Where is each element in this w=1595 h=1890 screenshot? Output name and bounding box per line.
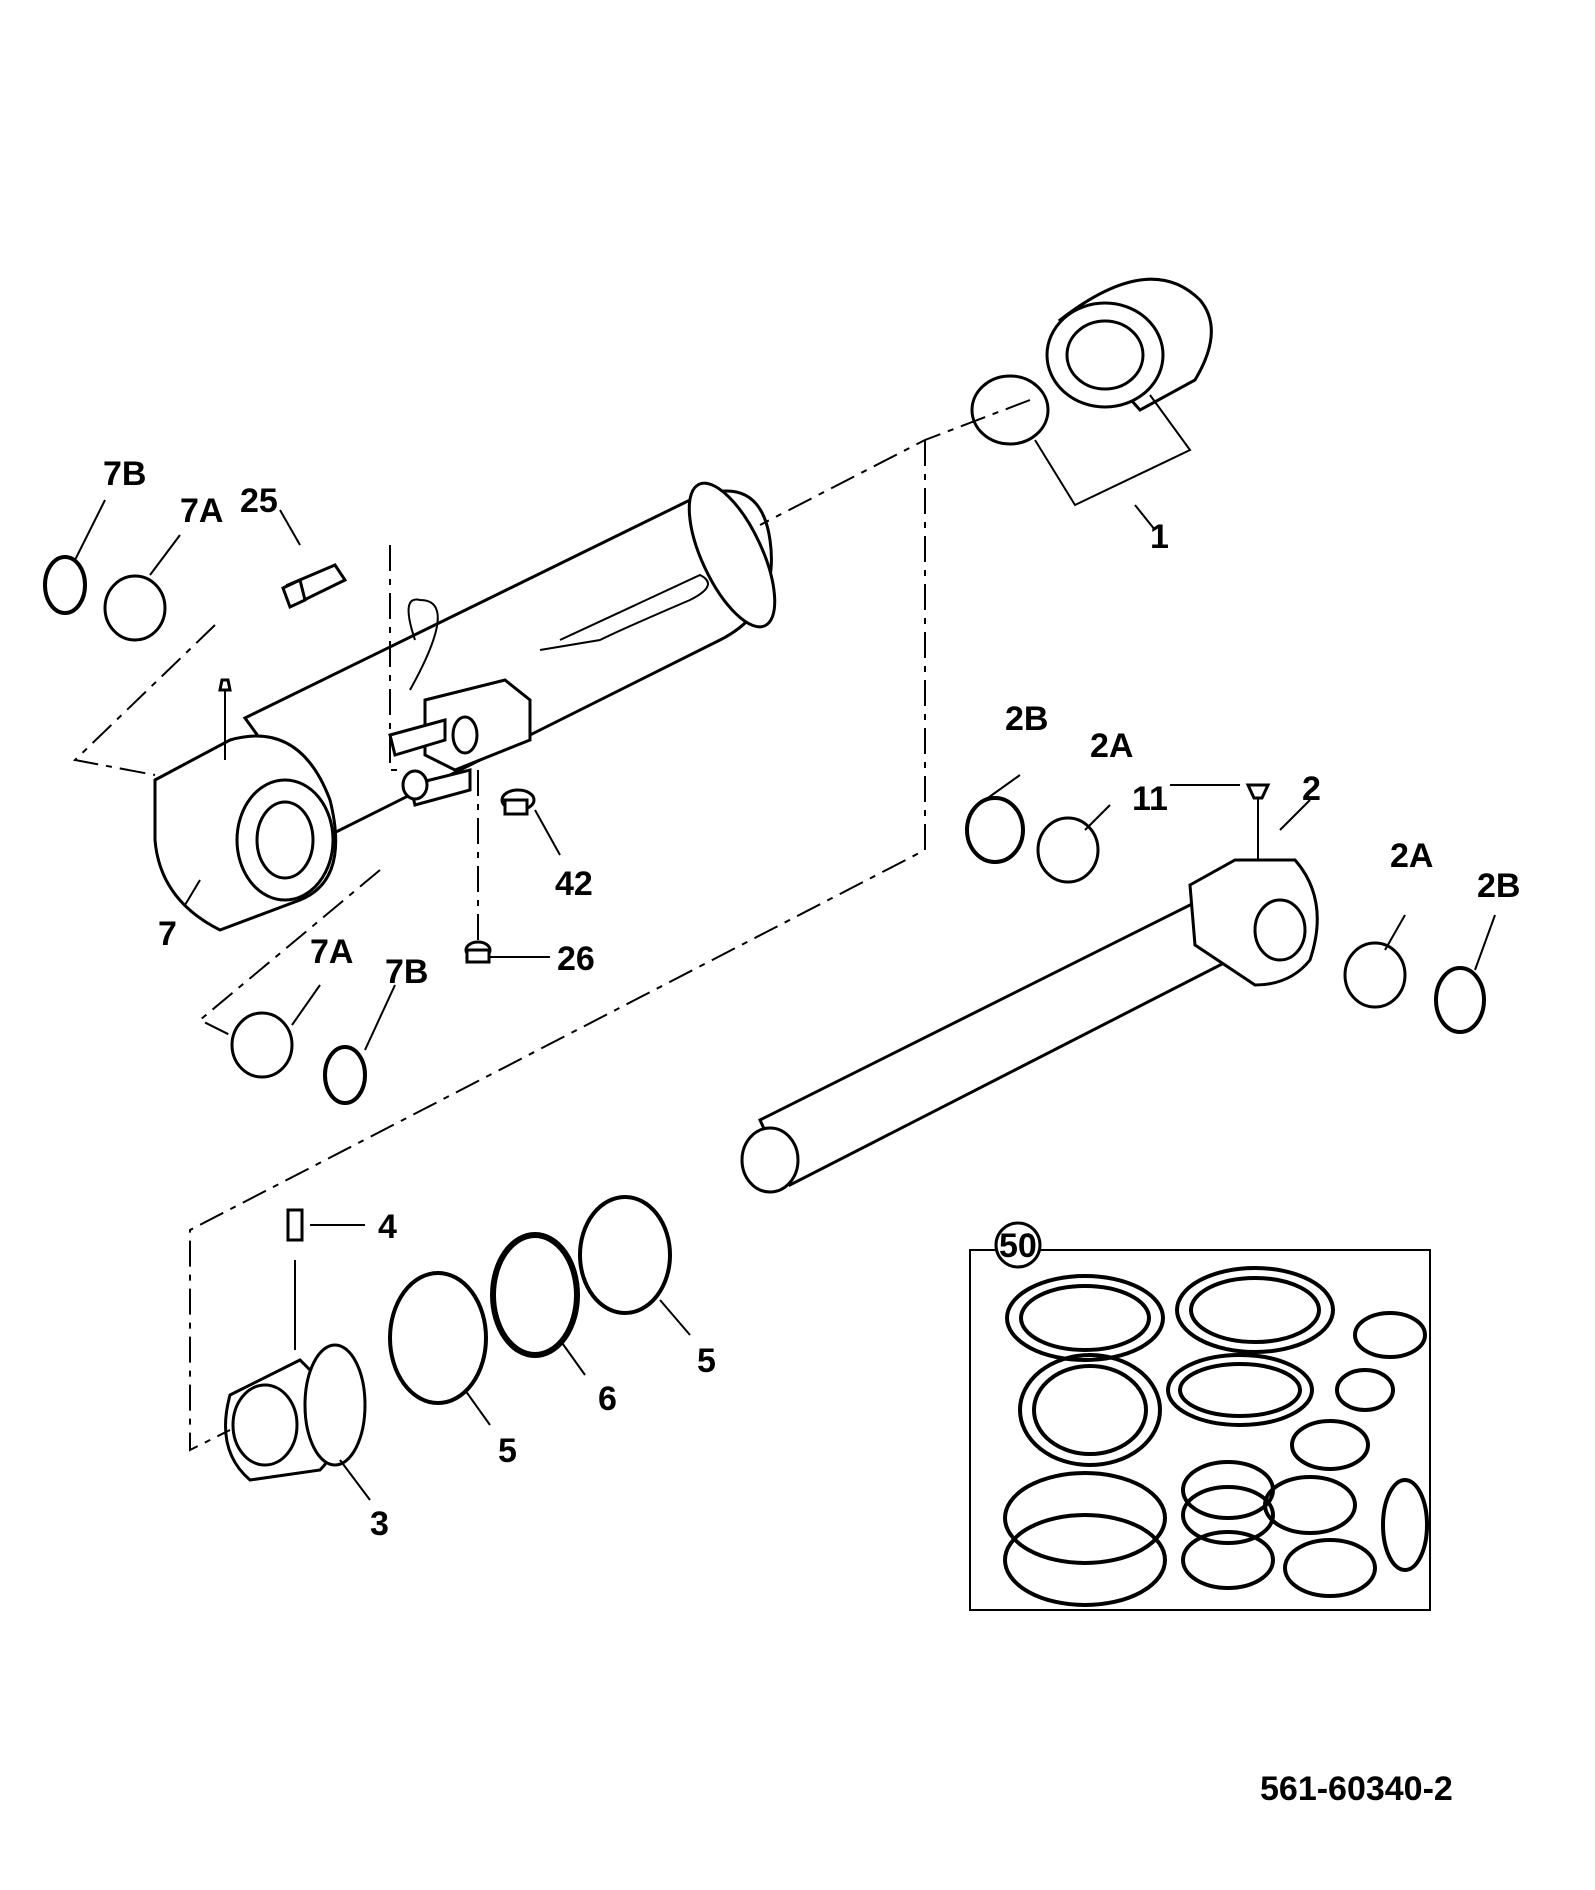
callout-7a-bottom: 7A (310, 933, 353, 971)
callout-5-left: 5 (498, 1432, 517, 1470)
callout-3: 3 (370, 1505, 389, 1543)
rod-eye-2 (1188, 783, 1319, 987)
centre-lines (72, 399, 1031, 1452)
piston-rod (740, 897, 1233, 1194)
gland-nut-1 (970, 277, 1213, 446)
callout-2b-right: 2B (1477, 867, 1520, 905)
callout-1: 1 (1150, 518, 1169, 556)
callout-2a-right: 2A (1390, 837, 1433, 875)
callout-25: 25 (240, 482, 278, 520)
callout-42: 42 (555, 865, 593, 903)
valve-block (388, 678, 532, 807)
piston-3 (224, 1208, 367, 1482)
callout-7a-top: 7A (180, 492, 223, 530)
bushings-2a-2b (965, 796, 1486, 1034)
seal-kit-box-50 (969, 1221, 1431, 1611)
callout-2b-left: 2B (1005, 700, 1048, 738)
drawing-number: 561-60340-2 (1260, 1770, 1453, 1808)
callout-7b-bottom: 7B (385, 953, 428, 991)
callout-2a-left: 2A (1090, 727, 1133, 765)
callout-7b-top: 7B (103, 455, 146, 493)
fitting-26 (464, 940, 492, 964)
callout-2: 2 (1302, 770, 1321, 808)
callout-26: 26 (557, 940, 595, 978)
callout-labels: 1 2 11 2B 2A 2A 2B 7B 7A 25 7 7A 7B 42 2… (103, 455, 1520, 1808)
callout-4: 4 (378, 1208, 397, 1246)
callout-11: 11 (1132, 780, 1168, 818)
bolt-25 (281, 563, 348, 610)
callout-7: 7 (158, 915, 177, 953)
callout-6: 6 (598, 1380, 617, 1418)
seals-5-6 (388, 1195, 672, 1405)
plug-42 (500, 788, 536, 816)
cylinder-barrel (242, 481, 777, 837)
leader-lines (74, 394, 1496, 1501)
callout-50: 50 (999, 1227, 1037, 1265)
bushings-7a-7b (43, 555, 367, 1105)
callout-5-right: 5 (697, 1342, 716, 1380)
